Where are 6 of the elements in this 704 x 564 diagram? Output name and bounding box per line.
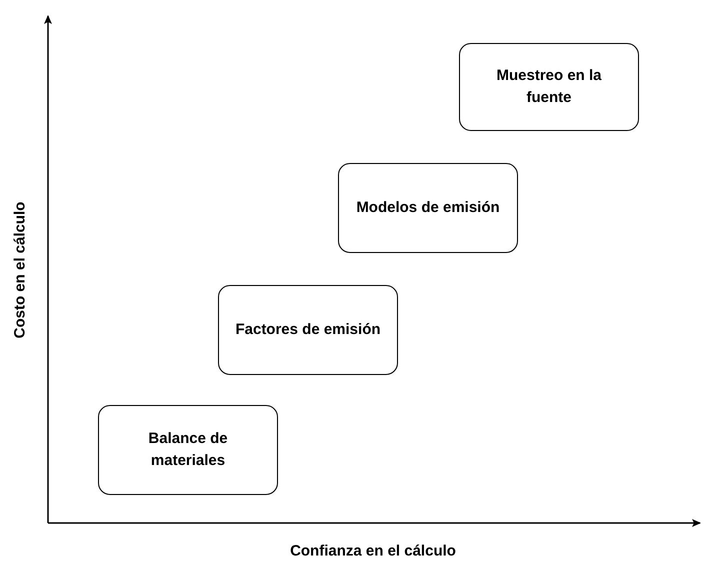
method-box: Modelos de emisión xyxy=(338,163,518,253)
axis-title: Costo en el cálculo xyxy=(12,202,28,338)
axis-title: Confianza en el cálculo xyxy=(290,542,456,560)
method-box: Muestreo en la fuente xyxy=(459,43,639,131)
method-box: Factores de emisión xyxy=(218,285,398,375)
method-box: Balance de materiales xyxy=(98,405,278,495)
